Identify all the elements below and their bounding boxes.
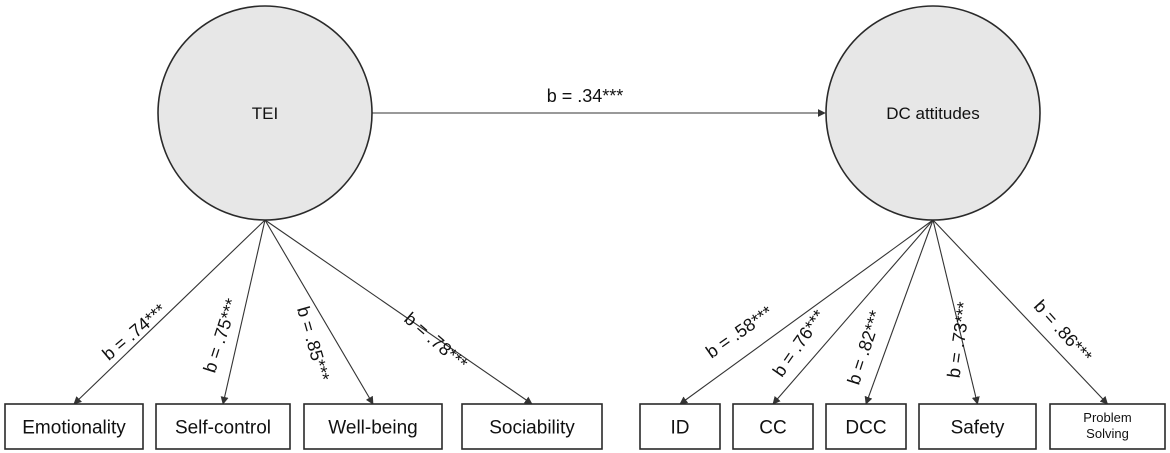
indicator-id-label: ID (671, 418, 690, 439)
indicator-sociability-label: Sociability (489, 418, 575, 439)
loading-coef-safety: b = .73*** (944, 301, 974, 380)
indicator-cc-box (732, 403, 814, 450)
indicator-self-control-box (155, 403, 291, 450)
latent-dc-label: DC attitudes (886, 104, 980, 123)
loading-arrow-well-being (264, 219, 374, 405)
loading-arrow-id (679, 219, 934, 405)
latent-tei-circle (157, 5, 373, 221)
indicator-well-being-label: Well-being (328, 418, 417, 439)
indicator-sociability-box (461, 403, 603, 450)
indicator-emotionality-label: Emotionality (22, 418, 126, 439)
loading-arrow-cc (772, 219, 934, 405)
loading-coef-dcc: b = .82*** (843, 308, 886, 387)
loading-arrow-safety (932, 219, 980, 405)
loading-coef-sociability: b = .78*** (400, 308, 471, 373)
indicator-dcc-label: DCC (845, 418, 886, 439)
loading-arrow-emotionality (73, 219, 266, 405)
latent-tei-label: TEI (252, 104, 278, 123)
indicator-cc-label: CC (759, 418, 786, 439)
indicator-id-box (639, 403, 721, 450)
loading-arrow-problem-solving (932, 219, 1109, 405)
latent-dc-circle (825, 5, 1041, 221)
indicator-dcc-box (825, 403, 907, 450)
loading-arrow-dcc (864, 219, 934, 405)
indicator-safety-box (918, 403, 1037, 450)
loading-arrow-self-control (220, 219, 266, 405)
indicator-well-being-box (303, 403, 443, 450)
indicator-self-control-label: Self-control (175, 418, 271, 439)
loading-coef-id: b = .58*** (702, 302, 776, 362)
loading-arrow-sociability (264, 219, 533, 405)
loading-coef-problem-solving: b = .86*** (1030, 296, 1096, 366)
indicator-emotionality-box (4, 403, 144, 450)
indicator-safety-label: Safety (951, 418, 1005, 439)
loading-coef-self-control: b = .75*** (199, 296, 242, 375)
structural-path-label: b = .34*** (547, 86, 624, 106)
loading-coef-emotionality: b = .74*** (98, 300, 170, 365)
indicator-problem-solving-box (1049, 403, 1166, 450)
loading-coef-well-being: b = .85*** (293, 304, 333, 383)
